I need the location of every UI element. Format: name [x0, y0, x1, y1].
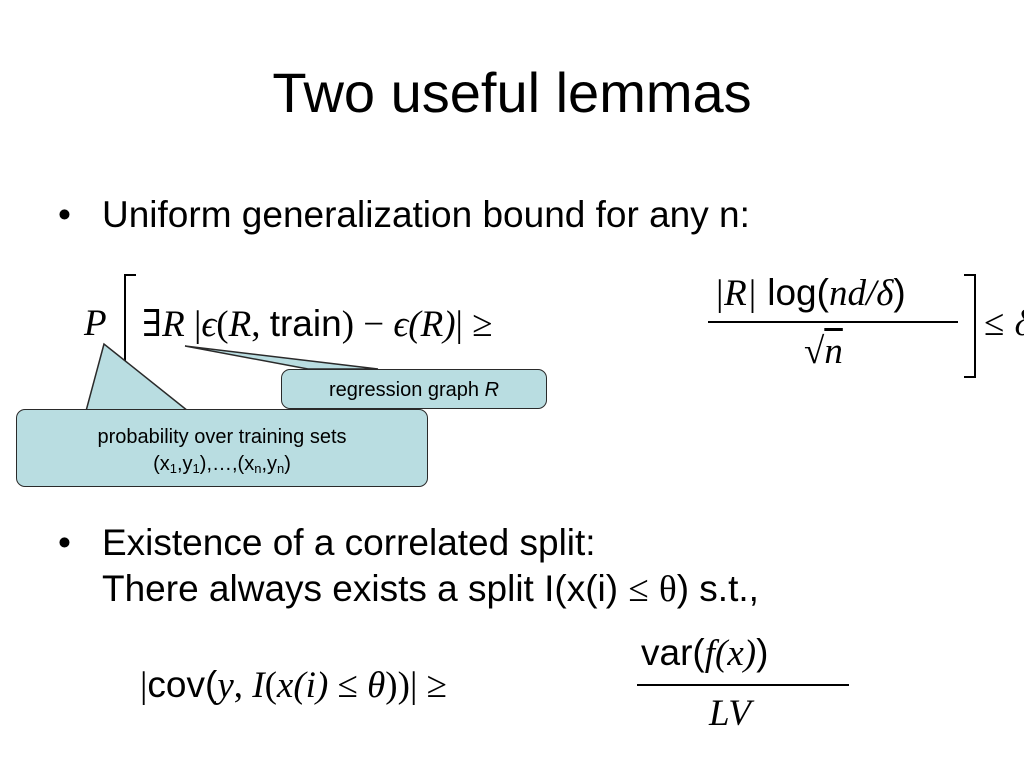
- bullet-dot: •: [58, 194, 71, 235]
- fraction-numerator: var(f(x)): [641, 632, 769, 674]
- fraction-bar: [637, 684, 849, 686]
- slide-title: Two useful lemmas: [272, 61, 752, 124]
- fraction-bar: [708, 321, 958, 323]
- bullet-text: Uniform generalization bound for any n:: [102, 194, 750, 235]
- covariance-fraction: var(f(x)) LV: [637, 632, 849, 742]
- prob-callout-pointer: [85, 342, 191, 412]
- bullet-dot: •: [58, 522, 71, 563]
- probability-symbol: P: [84, 303, 107, 344]
- left-bracket: [124, 274, 136, 378]
- callout-prob-line1: probability over training sets: [97, 426, 347, 448]
- equation-lhs: ∃R |ϵ(R, train) − ϵ(R)| ≥: [142, 303, 493, 345]
- callout-probability: probability over training sets (x1,y1),……: [16, 409, 428, 487]
- graph-callout-pointer: [184, 345, 379, 370]
- bullet-text: Existence of a correlated split: There a…: [102, 520, 759, 613]
- bullet-line2: There always exists a split I(x(i) ≤ θ) …: [102, 568, 759, 610]
- equation-rhs: ≤ δ.: [984, 303, 1024, 344]
- right-bracket: [964, 274, 976, 378]
- bound-fraction: |R| log(nd/δ) √n: [708, 272, 958, 382]
- equation-lhs: |cov(y, I(x(i) ≤ θ))| ≥: [140, 664, 447, 706]
- fraction-numerator: |R| log(nd/δ): [714, 272, 906, 314]
- fraction-denominator: √n: [804, 331, 843, 372]
- callout-regression-graph: regression graph R: [281, 369, 547, 409]
- bullet-line1: Existence of a correlated split:: [102, 522, 596, 563]
- callout-prob-line2: (x1,y1),…,(xn,yn): [153, 453, 291, 476]
- fraction-denominator: LV: [709, 693, 751, 734]
